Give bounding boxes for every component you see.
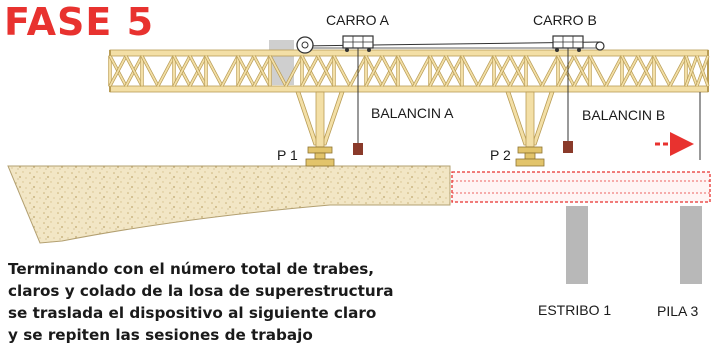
label-balancin-a: BALANCIN A (371, 105, 454, 121)
truss-diagonal-fill (365, 55, 383, 87)
truss-diagonal-fill (429, 55, 447, 87)
truss-diagonal-fill (109, 55, 127, 87)
label-balancin-b: BALANCIN B (582, 107, 666, 123)
deck-slab (451, 171, 711, 203)
embankment (7, 165, 451, 244)
truss-top-chord (109, 49, 709, 57)
carro-a (342, 35, 374, 52)
pila-3 (680, 206, 702, 284)
truss-diagonal-fill (685, 55, 698, 87)
truss-diagonal-fill (669, 55, 687, 87)
truss-diagonal-fill (696, 55, 709, 87)
caption-line: claros y colado de la losa de superestru… (8, 282, 394, 300)
truss-diagonal-fill (477, 55, 495, 87)
estribo-1 (566, 206, 588, 284)
caption-line: se traslada el dispositivo al siguiente … (8, 304, 377, 322)
truss-diagonal-fill (525, 55, 543, 87)
truss-diagonal-fill (445, 55, 463, 87)
truss-diagonal-fill (237, 55, 255, 87)
phase-title: FASE 5 (4, 0, 155, 44)
truss-diagonal-fill (541, 55, 559, 87)
cable-drum (296, 36, 314, 54)
truss-diagonal-fill (189, 55, 207, 87)
label-pila-3: PILA 3 (657, 303, 699, 319)
label-p2: P 2 (490, 147, 511, 163)
caption-text: Terminando con el número total de trabes… (8, 258, 394, 346)
balancin-b-weight (563, 141, 573, 153)
label-estribo-1: ESTRIBO 1 (538, 302, 612, 318)
truss-web (108, 55, 710, 87)
truss-diagonal-fill (397, 55, 415, 87)
support-p2 (505, 91, 555, 167)
truss-diagonal-fill (301, 55, 319, 87)
carro-b (552, 35, 584, 52)
truss-bottom-chord (109, 85, 709, 93)
truss-diagonal-fill (653, 55, 671, 87)
caption-line: y se repiten las sesiones de trabajo (8, 326, 313, 344)
truss-diagonal-fill (125, 55, 143, 87)
truss-diagonal-fill (205, 55, 223, 87)
truss-diagonal-fill (413, 55, 431, 87)
truss-diagonal-fill (557, 55, 575, 87)
truss-diagonal-fill (493, 55, 511, 87)
label-p1: P 1 (277, 147, 298, 163)
label-carro-b: CARRO B (533, 12, 597, 28)
caption-line: Terminando con el número total de trabes… (8, 260, 375, 278)
truss-diagonal-fill (509, 55, 527, 87)
truss-diagonal-fill (461, 55, 479, 87)
support-p1 (295, 91, 345, 167)
truss-diagonal-fill (637, 55, 655, 87)
truss-diagonal-fill (269, 55, 287, 87)
balancin-a-weight (353, 143, 363, 155)
truss-diagonal-fill (621, 55, 639, 87)
truss-diagonal-fill (141, 55, 159, 87)
truss-diagonal-fill (381, 55, 399, 87)
truss-diagonal-fill (253, 55, 271, 87)
truss-diagonal-fill (285, 55, 303, 87)
truss-diagonal-fill (221, 55, 239, 87)
truss-diagonal-fill (173, 55, 191, 87)
truss-diagonal-fill (589, 55, 607, 87)
truss-diagonal-fill (573, 55, 591, 87)
truss-diagonal-fill (317, 55, 335, 87)
label-carro-a: CARRO A (326, 12, 390, 28)
truss-diagonal-fill (333, 55, 351, 87)
truss-diagonal-fill (605, 55, 623, 87)
truss-diagonal-fill (157, 55, 175, 87)
